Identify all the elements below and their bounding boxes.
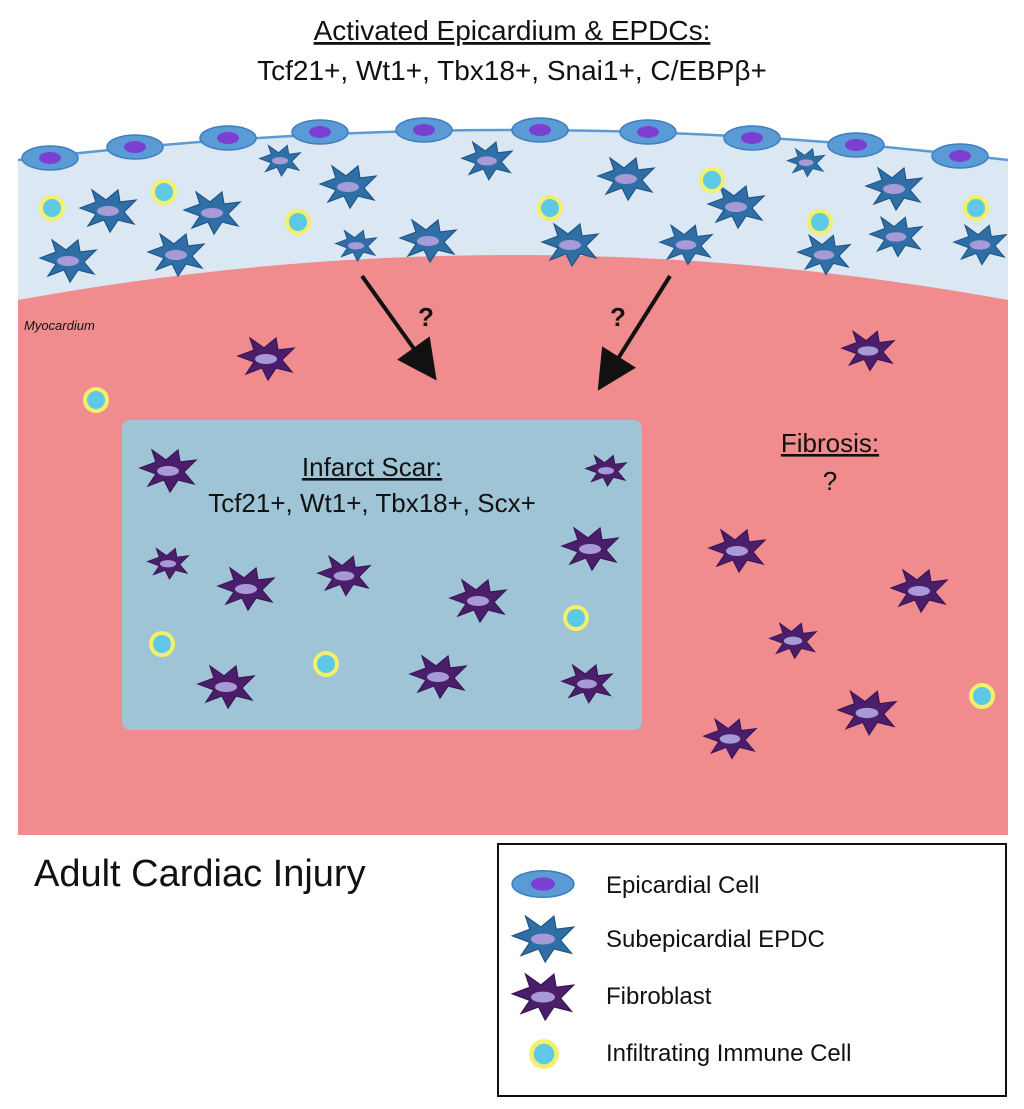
diagram-caption: Adult Cardiac Injury xyxy=(34,853,366,895)
epicardial-cell xyxy=(199,125,257,151)
epicardial-cell xyxy=(827,132,885,158)
epicardial-cell xyxy=(723,125,781,151)
immune-cell xyxy=(537,195,563,221)
immune-cell xyxy=(151,179,177,205)
immune-cell-icon xyxy=(531,1041,556,1066)
header-markers: Tcf21+, Wt1+, Tbx18+, Snai1+, C/EBPβ+ xyxy=(257,55,767,86)
migration-arrow-right xyxy=(597,274,672,391)
immune-cell xyxy=(963,195,989,221)
scar-title: Infarct Scar: xyxy=(302,452,442,482)
immune-cell xyxy=(313,651,339,677)
epicardial-cell xyxy=(106,134,164,160)
legend-box xyxy=(497,843,1007,1097)
fibrosis-title: Fibrosis: xyxy=(781,428,879,458)
epicardial-cell xyxy=(619,119,677,145)
immune-cell xyxy=(563,605,589,631)
migration-arrow-left xyxy=(360,274,437,381)
fibrosis-markers: ? xyxy=(823,466,837,496)
legend-item-epicardial-cell: Epicardial Cell xyxy=(511,869,759,899)
immune-cell xyxy=(969,683,995,709)
legend-label-epicardial-cell: Epicardial Cell xyxy=(606,872,759,899)
immune-cell xyxy=(39,195,65,221)
scar-markers: Tcf21+, Wt1+, Tbx18+, Scx+ xyxy=(208,488,536,518)
infarct-scar-region xyxy=(122,420,642,730)
header-title: Activated Epicardium & EPDCs: xyxy=(314,15,711,46)
epicardial-cell xyxy=(21,145,79,171)
myocardium-label: Myocardium xyxy=(24,318,95,333)
immune-cell xyxy=(83,387,109,413)
immune-cell xyxy=(285,209,311,235)
epicardial-cell xyxy=(291,119,349,145)
legend-label-fibroblast: Fibroblast xyxy=(606,983,712,1010)
legend-item-subepicardial-epdc: Subepicardial EPDC xyxy=(511,915,825,963)
epicardial-cell xyxy=(395,117,453,143)
arrow-label-left: ? xyxy=(418,302,434,332)
epicardial-cell-icon xyxy=(511,869,575,899)
arrow-label-right: ? xyxy=(610,302,626,332)
immune-cell xyxy=(149,631,175,657)
immune-cell xyxy=(699,167,725,193)
immune-cell xyxy=(807,209,833,235)
epicardial-cell xyxy=(931,143,989,169)
legend-label-subepicardial-epdc: Subepicardial EPDC xyxy=(606,926,825,953)
legend: Epicardial Cell Subepicardial EPDC Fibro… xyxy=(497,843,1007,1097)
epicardial-cell xyxy=(511,117,569,143)
legend-item-immune-cell: Infiltrating Immune Cell xyxy=(531,1040,851,1067)
legend-label-immune-cell: Infiltrating Immune Cell xyxy=(606,1040,851,1067)
legend-item-fibroblast: Fibroblast xyxy=(511,973,712,1021)
epicardium-band xyxy=(18,130,1008,300)
